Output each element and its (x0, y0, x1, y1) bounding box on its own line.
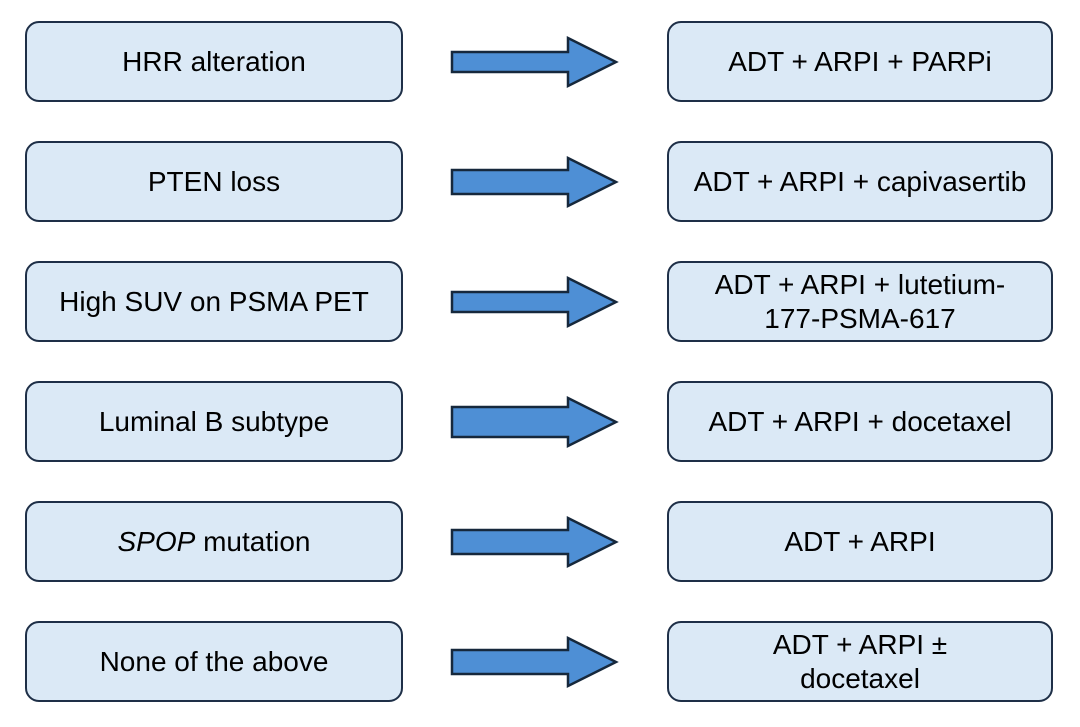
treatment-box: ADT + ARPI + docetaxel (667, 381, 1053, 462)
flow-row: HRR alteration ADT + ARPI + PARPi (0, 21, 1080, 102)
condition-box: Luminal B subtype (25, 381, 403, 462)
right-arrow-icon (450, 515, 619, 568)
condition-label: HRR alteration (122, 45, 306, 77)
flow-row: PTEN loss ADT + ARPI + capivasertib (0, 141, 1080, 222)
treatment-label: ADT + ARPI + lutetium- (714, 269, 1006, 301)
flow-row: SPOP mutation ADT + ARPI (0, 501, 1080, 582)
condition-box: SPOP mutation (25, 501, 403, 582)
treatment-box: ADT + ARPI (667, 501, 1053, 582)
condition-label: None of the above (99, 645, 329, 677)
right-arrow-icon (450, 275, 619, 328)
right-arrow-icon (450, 395, 619, 448)
condition-box: None of the above (25, 621, 403, 702)
arrow-wrap (403, 273, 667, 331)
treatment-box: ADT + ARPI + lutetium- 177-PSMA-617 (667, 261, 1053, 342)
condition-label: SPOP mutation (117, 525, 311, 557)
right-arrow-icon (450, 35, 619, 88)
condition-box: PTEN loss (25, 141, 403, 222)
condition-label: Luminal B subtype (98, 405, 330, 437)
treatment-box: ADT + ARPI + PARPi (667, 21, 1053, 102)
arrow-wrap (403, 33, 667, 91)
treatment-label: ADT + ARPI ± (772, 629, 948, 661)
arrow-wrap (403, 633, 667, 691)
arrow-wrap (403, 513, 667, 571)
treatment-label: ADT + ARPI (784, 525, 936, 557)
arrow-wrap (403, 393, 667, 451)
treatment-box: ADT + ARPI ± docetaxel (667, 621, 1053, 702)
condition-box: High SUV on PSMA PET (25, 261, 403, 342)
condition-label: High SUV on PSMA PET (59, 285, 369, 317)
right-arrow-icon (450, 635, 619, 688)
treatment-label-line2: docetaxel (800, 662, 920, 694)
condition-label: PTEN loss (147, 165, 281, 197)
treatment-box: ADT + ARPI + capivasertib (667, 141, 1053, 222)
treatment-label-line2: 177-PSMA-617 (764, 302, 956, 334)
flow-row: High SUV on PSMA PET ADT + ARPI + luteti… (0, 261, 1080, 342)
right-arrow-icon (450, 155, 619, 208)
treatment-label: ADT + ARPI + PARPi (728, 45, 992, 77)
treatment-label: ADT + ARPI + docetaxel (708, 405, 1012, 437)
condition-box: HRR alteration (25, 21, 403, 102)
treatment-label: ADT + ARPI + capivasertib (693, 165, 1027, 197)
flow-row: Luminal B subtype ADT + ARPI + docetaxel (0, 381, 1080, 462)
flow-row: None of the above ADT + ARPI ± docetaxel (0, 621, 1080, 702)
arrow-wrap (403, 153, 667, 211)
